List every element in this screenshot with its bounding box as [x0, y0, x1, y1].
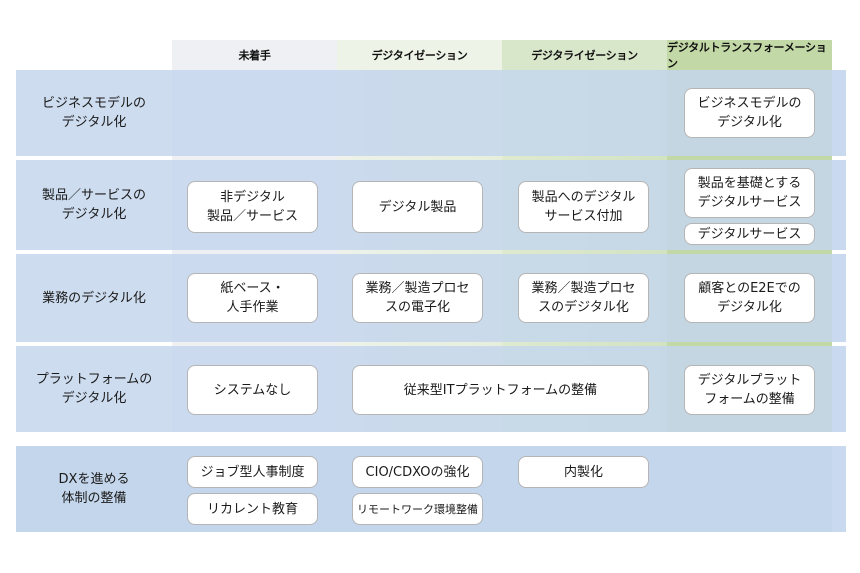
row-label-operations: 業務のデジタル化 [42, 290, 146, 306]
row-label-structure: DXを進める 体制の整備 [58, 472, 130, 506]
cell-dx-business-model: ビジネスモデルの デジタル化 [684, 88, 815, 138]
cell-digitization-operations: 業務／製造プロセ スの電子化 [352, 273, 483, 323]
row-label-platform: プラットフォームの デジタル化 [35, 372, 153, 406]
cell-digitization-structure-1: CIO/CDXOの強化 [352, 456, 483, 488]
row-band-edge [832, 70, 846, 156]
row-band-edge [832, 254, 846, 342]
cell-not-started-structure-1: ジョブ型人事制度 [187, 456, 318, 488]
cell-digitalization-product: 製品へのデジタル サービス付加 [518, 181, 649, 233]
cell-dx-product: 製品を基礎とする デジタルサービス [684, 168, 815, 218]
row-label-product: 製品／サービスの デジタル化 [41, 188, 146, 222]
cell-digitization-structure-2: リモートワーク環境整備 [352, 493, 483, 525]
cell-digitization-platform-span: 従来型ITプラットフォームの整備 [352, 365, 649, 415]
cell-not-started-operations: 紙ベース・ 人手作業 [187, 273, 318, 323]
cell-dx-product-sub: デジタルサービス [684, 223, 815, 245]
row-label-business-model: ビジネスモデルの デジタル化 [41, 96, 146, 130]
column-header-digitalization: デジタライゼーション [502, 40, 667, 70]
column-header-dx: デジタルトランスフォーメーション [667, 40, 832, 70]
row-band-edge [832, 160, 846, 250]
cell-dx-platform: デジタルプラット フォームの整備 [684, 365, 815, 415]
cell-not-started-product: 非デジタル 製品／サービス [187, 181, 318, 233]
cell-digitalization-structure: 内製化 [518, 456, 649, 488]
row-band-edge [832, 446, 846, 532]
column-header-digitization: デジタイゼーション [337, 40, 502, 70]
cell-digitalization-operations: 業務／製造プロセ スのデジタル化 [518, 273, 649, 323]
cell-not-started-platform: システムなし [187, 365, 318, 415]
row-band-edge [832, 346, 846, 432]
cell-dx-operations: 顧客とのE2Eでの デジタル化 [684, 273, 815, 323]
cell-digitization-product: デジタル製品 [352, 181, 483, 233]
cell-not-started-structure-2: リカレント教育 [187, 493, 318, 525]
column-header-not-started: 未着手 [172, 40, 337, 70]
